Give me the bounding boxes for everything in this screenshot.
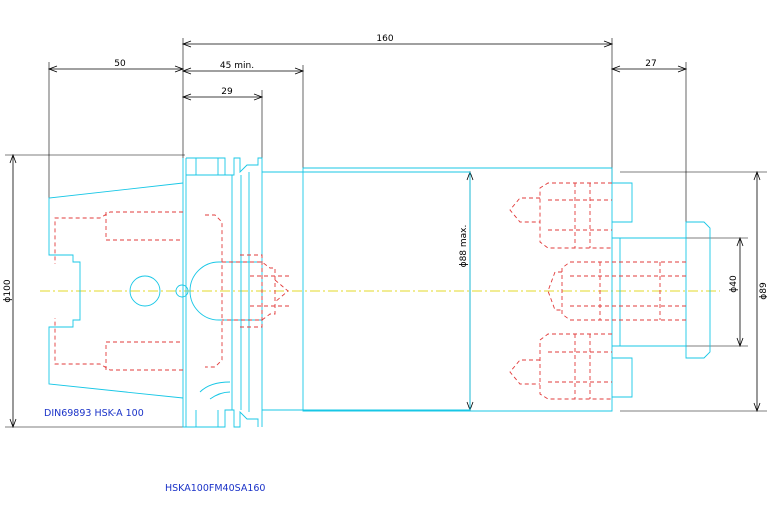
dim-face-length: 27 — [645, 59, 656, 69]
dim-dia-taper: ϕ100 — [3, 279, 13, 302]
dim-min-length: 45 min. — [220, 61, 254, 71]
dim-flange-length: 29 — [221, 87, 233, 97]
dim-dia-pilot: ϕ40 — [729, 275, 739, 293]
dim-overall-length: 160 — [376, 34, 393, 44]
hidden-features — [54, 182, 686, 400]
dim-dia-body: ϕ88 max. — [459, 225, 469, 268]
standard-label: DIN69893 HSK-A 100 — [44, 408, 144, 419]
dim-dia-face: ϕ89 — [759, 282, 767, 300]
dim-taper-length: 50 — [114, 59, 126, 69]
tool-holder-outline — [48, 157, 711, 428]
dimension-lines — [5, 38, 767, 429]
part-number-label: HSKA100FM40SA160 — [165, 483, 265, 494]
